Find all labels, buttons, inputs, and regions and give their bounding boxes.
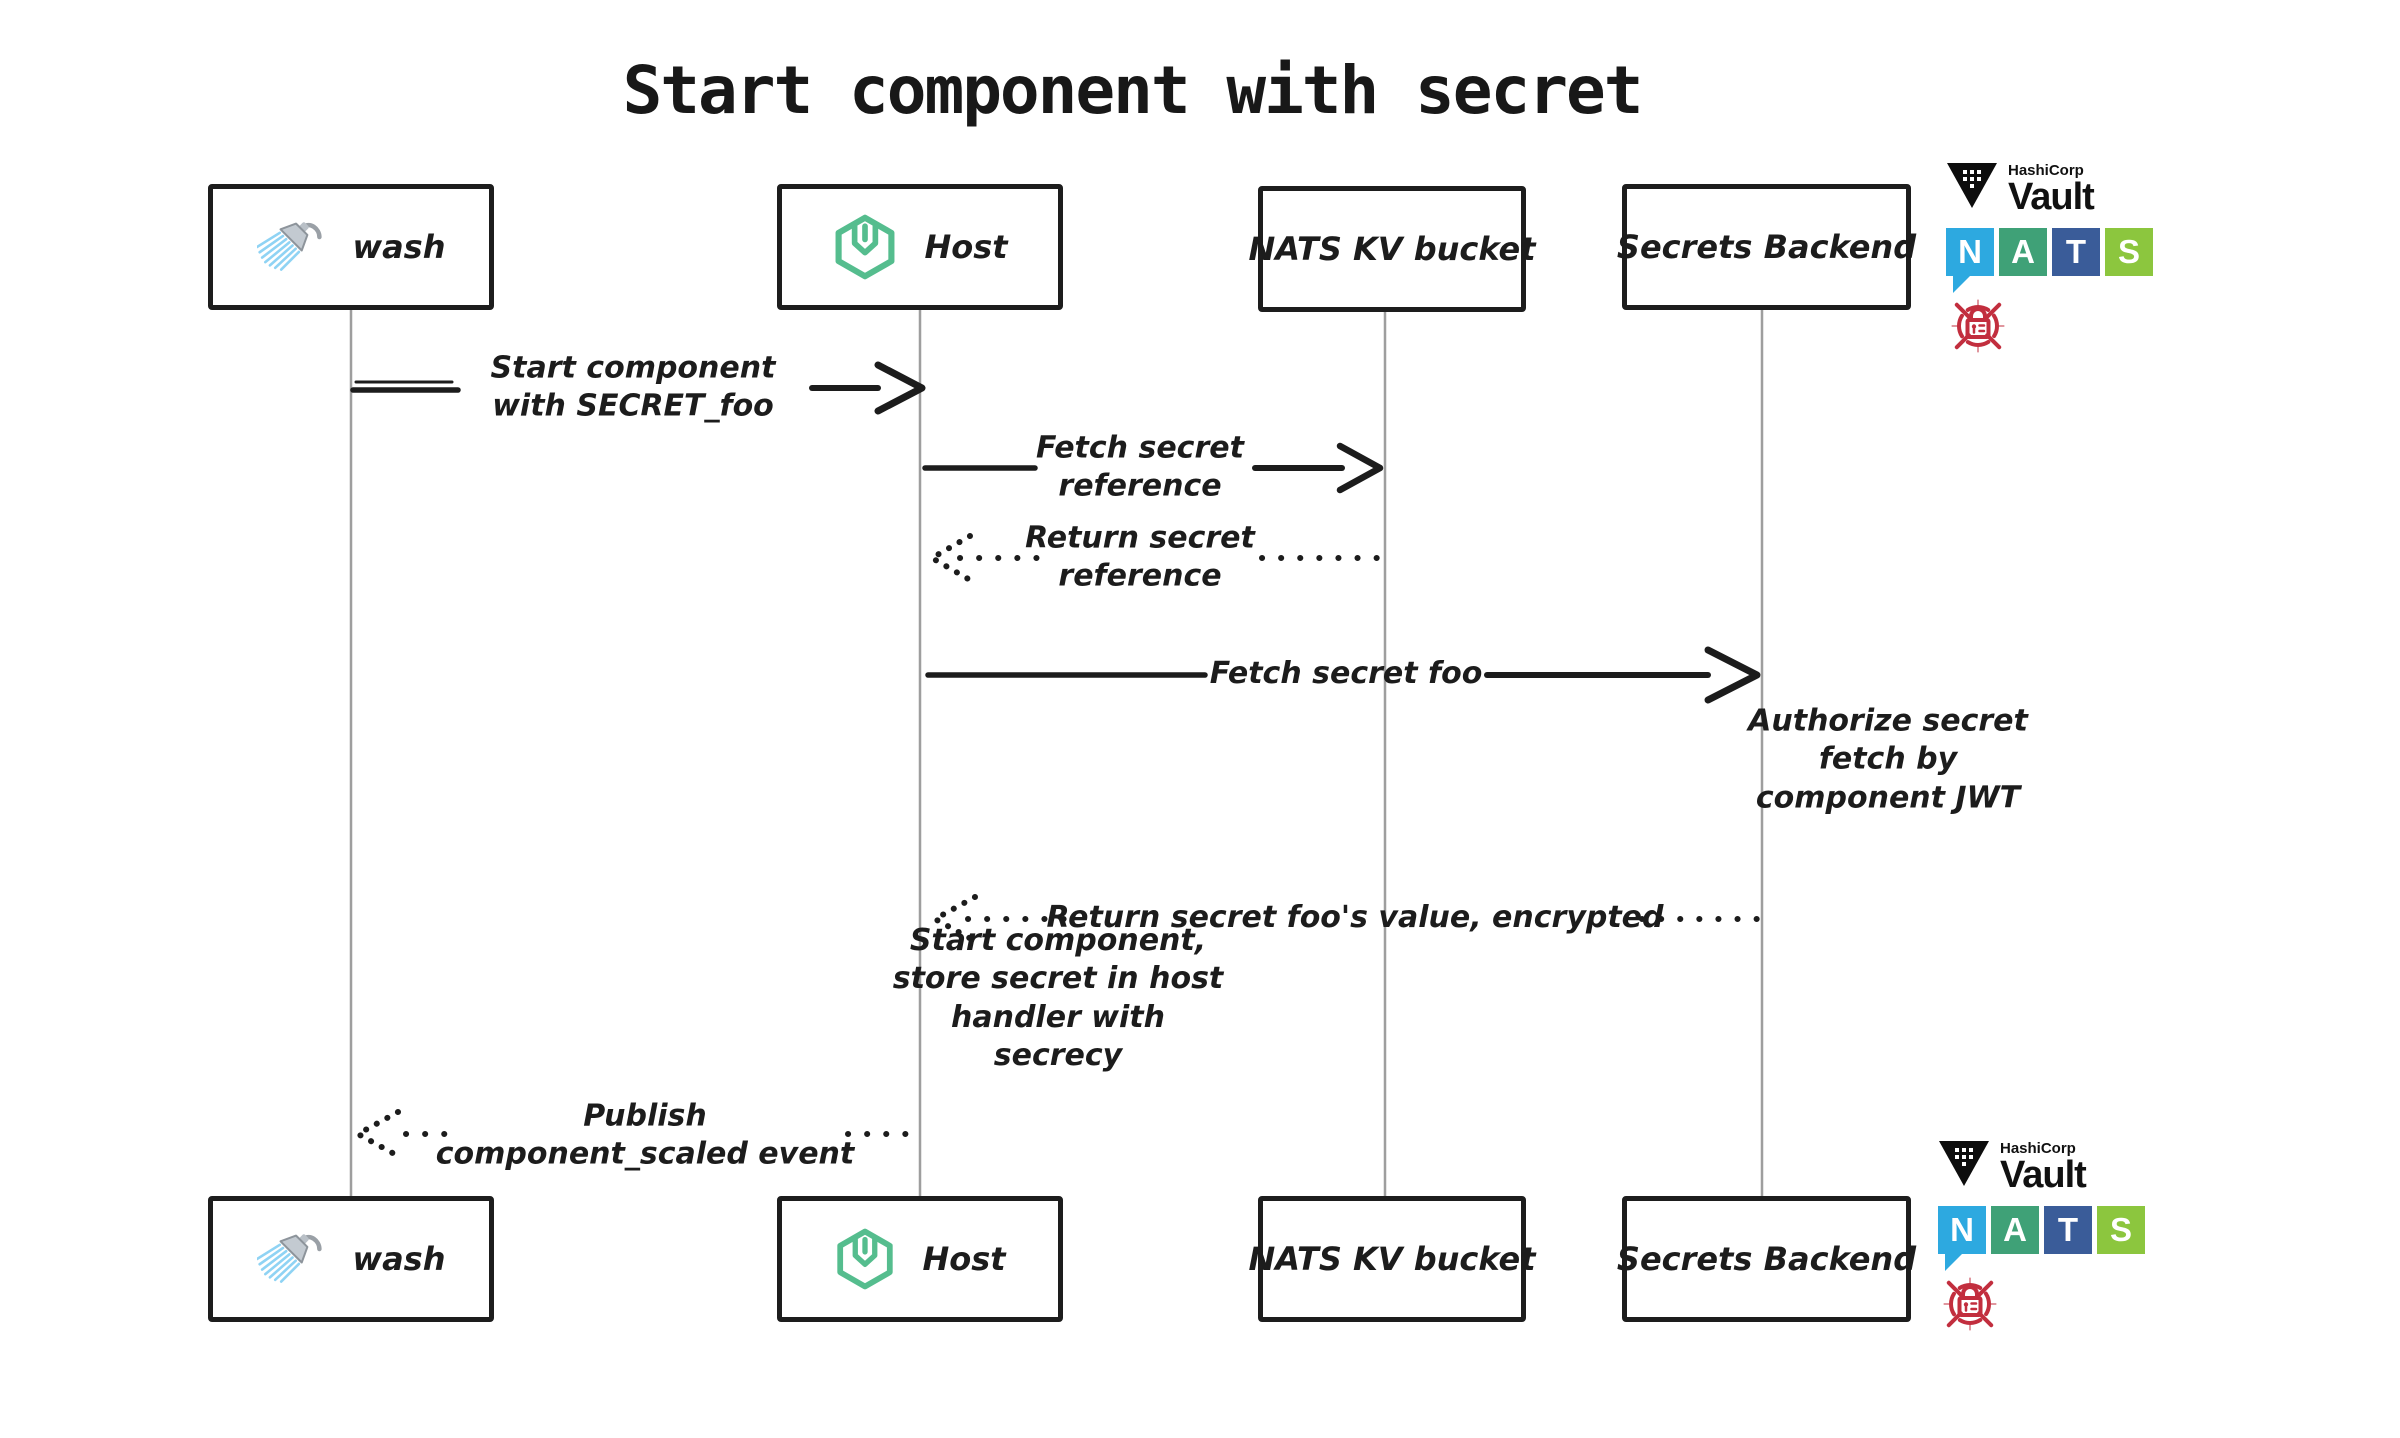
secrets-lock-target-icon <box>1943 1277 1997 1331</box>
shower-icon <box>256 1234 322 1283</box>
nats-letter-tile: A <box>1999 228 2047 277</box>
participant-box-wash-top: wash <box>208 184 494 310</box>
message-label-fetch-secret-reference: Fetch secret reference <box>1036 430 1244 504</box>
note-start-component-store-secret: Start component, store secret in host ha… <box>892 923 1224 1074</box>
vault-product-text: Vault <box>2000 1154 2087 1196</box>
message-label-fetch-secret-foo: Fetch secret foo <box>1209 655 1483 691</box>
logo-stack-bottom: HashiCorp Vault N A T S <box>1938 1140 2198 1339</box>
participant-label: wash <box>352 1240 446 1278</box>
vault-triangle-icon <box>1939 1141 1989 1186</box>
vault-triangle-icon <box>1947 163 1997 208</box>
participant-box-nats-kv-bottom: NATS KV bucket <box>1249 1196 1536 1322</box>
nats-letter-tile: A <box>1991 1206 2039 1255</box>
nats-letter-tile: N <box>1946 228 1994 277</box>
nats-logo: N A T S <box>1946 228 2206 294</box>
arrowhead-right <box>1336 442 1384 494</box>
hashicorp-vault-logo: HashiCorp Vault <box>1938 1140 2198 1196</box>
participant-box-host-bottom: Host <box>777 1196 1063 1322</box>
arrowhead-right <box>874 361 926 415</box>
participant-label: Host <box>922 1240 1006 1278</box>
message-label-start-component: Start component with SECRET_foo <box>490 350 776 424</box>
vault-brand-text: HashiCorp <box>2008 162 2084 179</box>
participant-label: Host <box>924 228 1008 266</box>
nats-letter-tile: S <box>2105 228 2153 277</box>
nats-speech-tail <box>1945 1254 1962 1272</box>
arrowhead-left-dotted <box>355 1109 401 1159</box>
hashicorp-vault-logo: HashiCorp Vault <box>1946 162 2206 218</box>
participant-box-nats-kv-top: NATS KV bucket <box>1249 186 1536 312</box>
nats-letter-tile: T <box>2052 228 2100 277</box>
participant-label: NATS KV bucket <box>1248 230 1536 268</box>
participant-box-host-top: Host <box>777 184 1063 310</box>
message-label-return-secret-value: Return secret foo's value, encrypted <box>1046 899 1664 935</box>
arrowhead-left-dotted <box>929 533 973 583</box>
nats-speech-tail <box>1953 276 1970 294</box>
participant-label: Secrets Backend <box>1616 228 1917 266</box>
arrowhead-right <box>1704 646 1761 704</box>
shower-icon <box>256 222 322 271</box>
message-label-publish-component-scaled: Publish component_scaled event <box>435 1098 855 1172</box>
vault-brand-text: HashiCorp <box>2000 1140 2076 1157</box>
wasmcloud-hexagon-icon <box>837 1228 894 1290</box>
participant-label: Secrets Backend <box>1616 1240 1917 1278</box>
vault-product-text: Vault <box>2008 176 2095 218</box>
message-label-return-secret-reference: Return secret reference <box>1025 520 1255 594</box>
nats-letter-tile: T <box>2044 1206 2092 1255</box>
nats-logo: N A T S <box>1938 1206 2198 1272</box>
note-authorize-secret-fetch: Authorize secret fetch by component JWT <box>1748 703 2028 816</box>
nats-letter-tile: N <box>1938 1206 1986 1255</box>
diagram-title: Start component with secret <box>622 52 1644 129</box>
logo-stack-top: HashiCorp Vault N A T S <box>1946 162 2206 361</box>
participant-label: wash <box>352 228 446 266</box>
participant-box-secrets-backend-bottom: Secrets Backend <box>1617 1196 1916 1322</box>
secrets-lock-target-icon <box>1951 299 2005 353</box>
participant-label: NATS KV bucket <box>1248 1240 1536 1278</box>
wasmcloud-hexagon-icon <box>835 214 895 280</box>
nats-letter-tile: S <box>2097 1206 2145 1255</box>
participant-box-secrets-backend-top: Secrets Backend <box>1617 184 1916 310</box>
participant-box-wash-bottom: wash <box>208 1196 494 1322</box>
